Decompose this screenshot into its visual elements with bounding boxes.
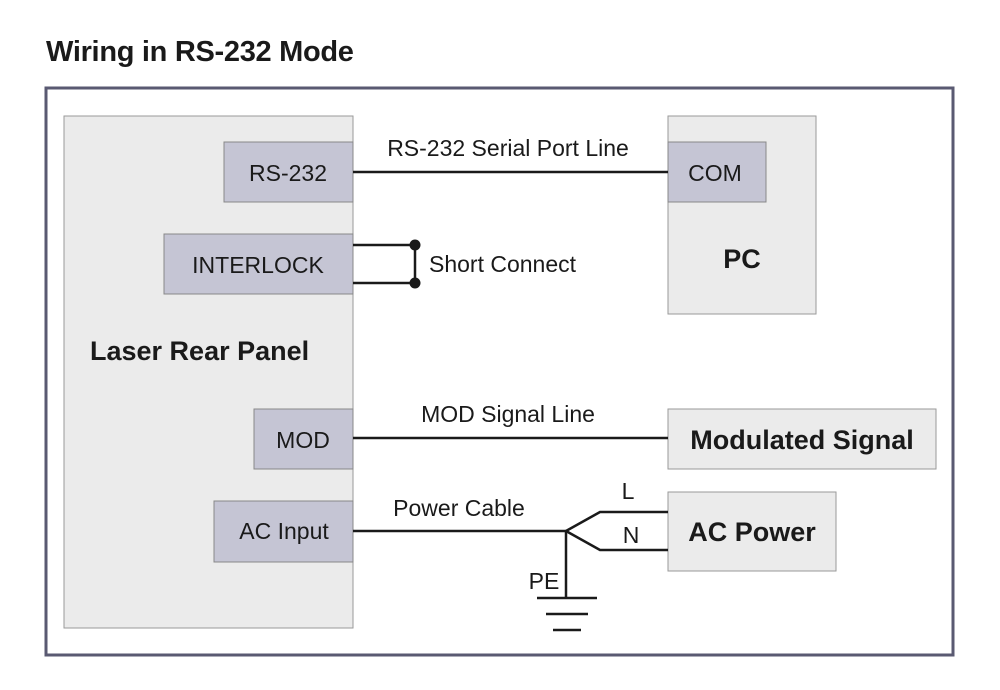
- ac-input-port-label: AC Input: [239, 518, 329, 544]
- short-node-bottom: [409, 277, 421, 289]
- modulated-signal-label: Modulated Signal: [690, 425, 914, 455]
- rs232-port-label: RS-232: [249, 160, 327, 186]
- pe-label: PE: [529, 568, 560, 594]
- neutral-wire: [565, 529, 668, 552]
- com-port-label: COM: [688, 160, 742, 186]
- interlock-port: [163, 233, 354, 295]
- mod-port-label: MOD: [276, 427, 330, 453]
- ac-power-label: AC Power: [688, 517, 816, 547]
- ac-input-port: [213, 500, 354, 563]
- short-connect-label: Short Connect: [429, 251, 577, 277]
- laser-rear-panel-label: Laser Rear Panel: [90, 336, 309, 366]
- page-title: Wiring in RS-232 Mode: [46, 36, 354, 68]
- power-cable-label: Power Cable: [393, 495, 525, 521]
- mod-port: [253, 408, 354, 470]
- rs232-serial-line-label: RS-232 Serial Port Line: [387, 135, 629, 161]
- live-wire: [565, 510, 668, 533]
- mod-signal-line-label: MOD Signal Line: [421, 401, 595, 427]
- short-node-top: [409, 239, 421, 251]
- ac-power-box: [667, 491, 837, 572]
- interlock-port-label: INTERLOCK: [192, 252, 324, 278]
- rs232-port: [223, 141, 354, 203]
- pc-label: PC: [723, 244, 761, 274]
- live-label: L: [622, 478, 635, 504]
- neutral-label: N: [623, 522, 640, 548]
